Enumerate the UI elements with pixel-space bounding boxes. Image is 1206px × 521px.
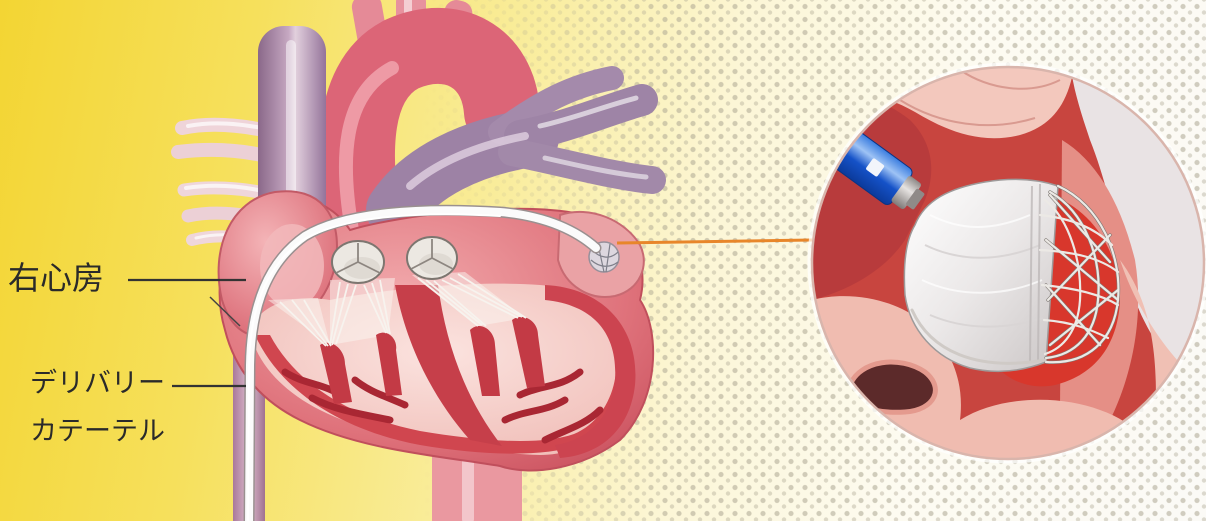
valve-shade [419, 253, 453, 275]
tissue-cavity [849, 362, 935, 412]
pulmonary-valve [332, 241, 384, 283]
pulmonary-vein [178, 150, 266, 156]
delivery-catheter-label-line2: カテーテル [30, 418, 165, 445]
valve-shade [344, 257, 380, 279]
heart-illustration [178, 0, 653, 521]
right-atrium-label: 右心房 [8, 262, 104, 294]
tissue-top-fold [812, 60, 1075, 138]
connector-line [617, 240, 812, 243]
device-fabric-cap [904, 179, 1058, 371]
aortic-valve [407, 237, 457, 279]
magnified-view [800, 55, 1206, 475]
delivery-catheter-label-line1: デリバリー [30, 370, 165, 397]
svc-highlight [286, 40, 296, 210]
